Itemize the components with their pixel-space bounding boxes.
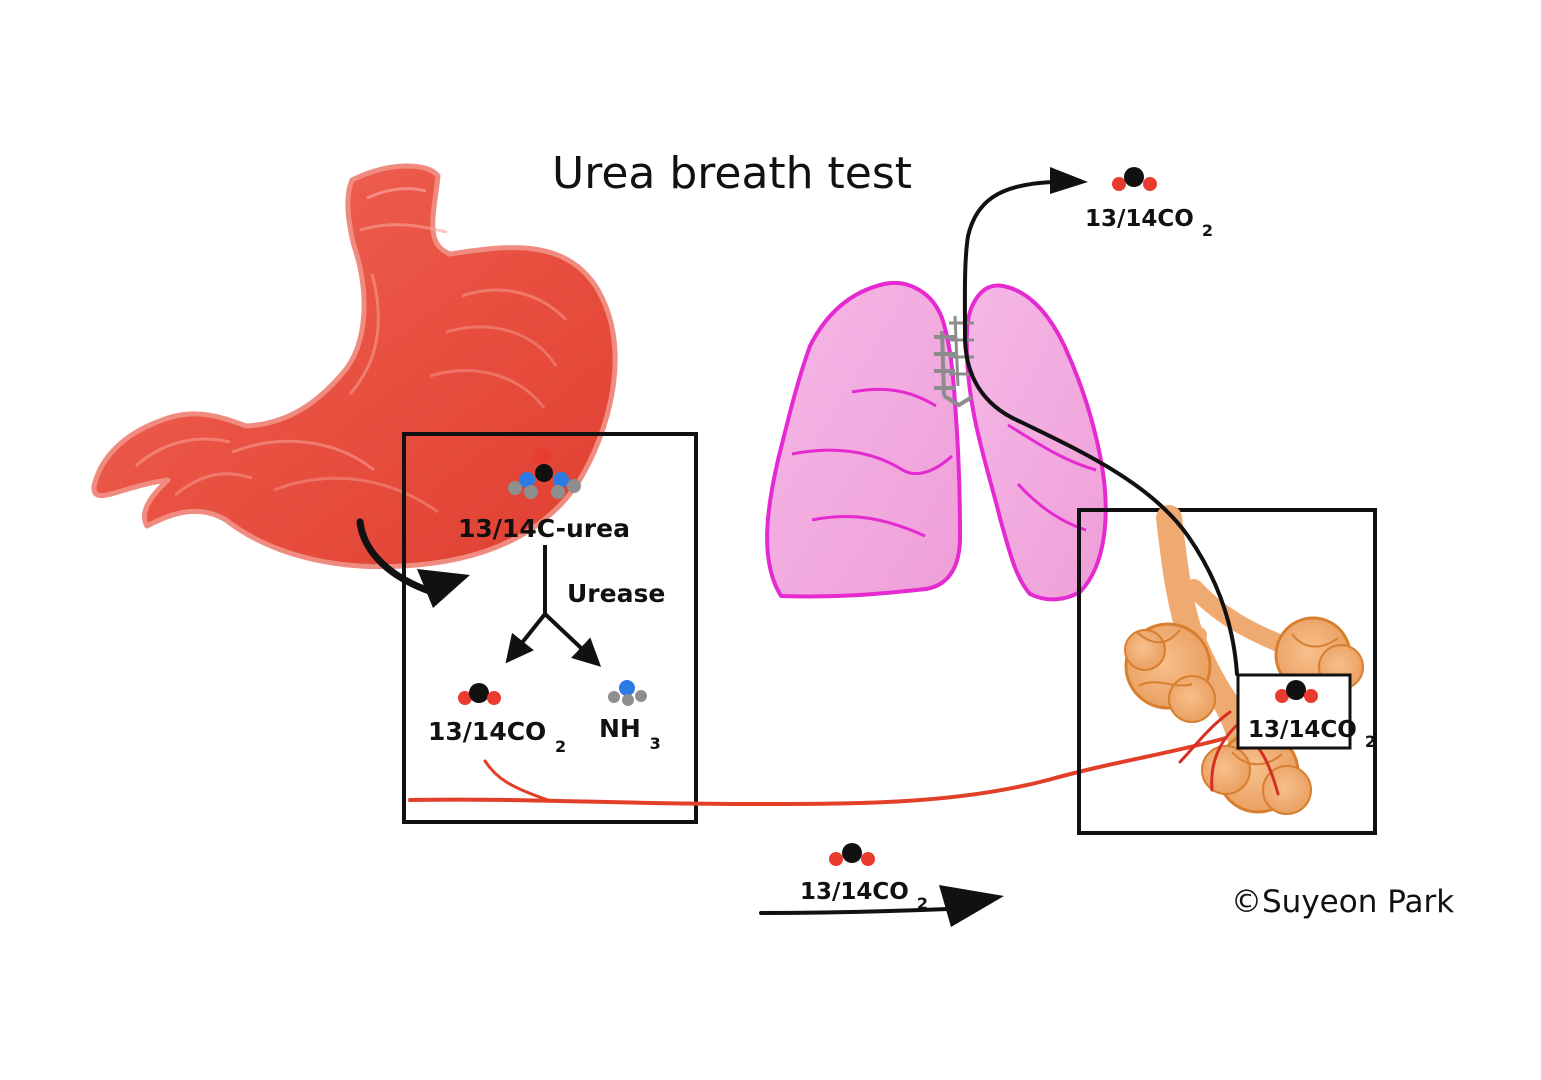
exhaled-co2-subscript: 2	[1202, 221, 1213, 240]
bottom-co2-label: 13/14CO 2	[800, 879, 928, 913]
copyright-notice: ©Suyeon Park	[1231, 884, 1454, 920]
stomach-to-box-arrow-head	[417, 569, 470, 608]
diagram-title: Urea breath test	[552, 148, 912, 199]
nh3-main-text: NH	[599, 714, 641, 743]
blood-vessel-branch	[483, 759, 550, 802]
blood-vessel	[408, 736, 1228, 807]
alveolar-co2-subscript: 2	[1365, 732, 1376, 751]
nh3-label: NH 3	[599, 714, 661, 753]
alveolar-co2-main-text: 13/14CO	[1248, 717, 1357, 743]
reaction-left-branch	[505, 612, 547, 664]
exhalation-path	[962, 180, 1239, 676]
exhalation-arrow-head	[1050, 167, 1088, 194]
exhaled-co2-main-text: 13/14CO	[1085, 206, 1194, 232]
nh3-subscript: 3	[650, 734, 661, 753]
urease-label: Urease	[567, 579, 665, 608]
bottom-transport-arrow-head	[939, 885, 1004, 927]
left-co2-label: 13/14CO 2	[428, 717, 566, 756]
exhaled-co2-molecule	[1112, 167, 1157, 191]
lungs-illustration	[765, 280, 1108, 602]
alveolar-co2-molecule	[1275, 680, 1318, 703]
left-co2-main-text: 13/14CO	[428, 717, 546, 746]
left-co2-molecule	[458, 683, 501, 705]
right-alveoli-box	[1077, 508, 1377, 835]
nh3-molecule	[608, 680, 647, 706]
left-co2-subscript: 2	[555, 737, 566, 756]
exhaled-co2-label: 13/14CO 2	[1085, 206, 1213, 240]
bottom-transport-arrow	[759, 907, 950, 915]
bottom-co2-subscript: 2	[917, 894, 928, 913]
stomach-illustration	[91, 163, 618, 570]
left-reaction-box	[402, 432, 698, 824]
reaction-right-branch	[543, 612, 602, 667]
bottom-co2-molecule	[829, 843, 875, 866]
bottom-co2-main-text: 13/14CO	[800, 879, 909, 905]
urea-molecule	[508, 448, 581, 499]
alveolar-co2-label: 13/14CO 2	[1248, 717, 1376, 751]
urea-label: 13/14C-urea	[458, 514, 630, 543]
stomach-to-box-arrow	[356, 518, 436, 596]
alveoli-illustration	[1124, 505, 1364, 815]
